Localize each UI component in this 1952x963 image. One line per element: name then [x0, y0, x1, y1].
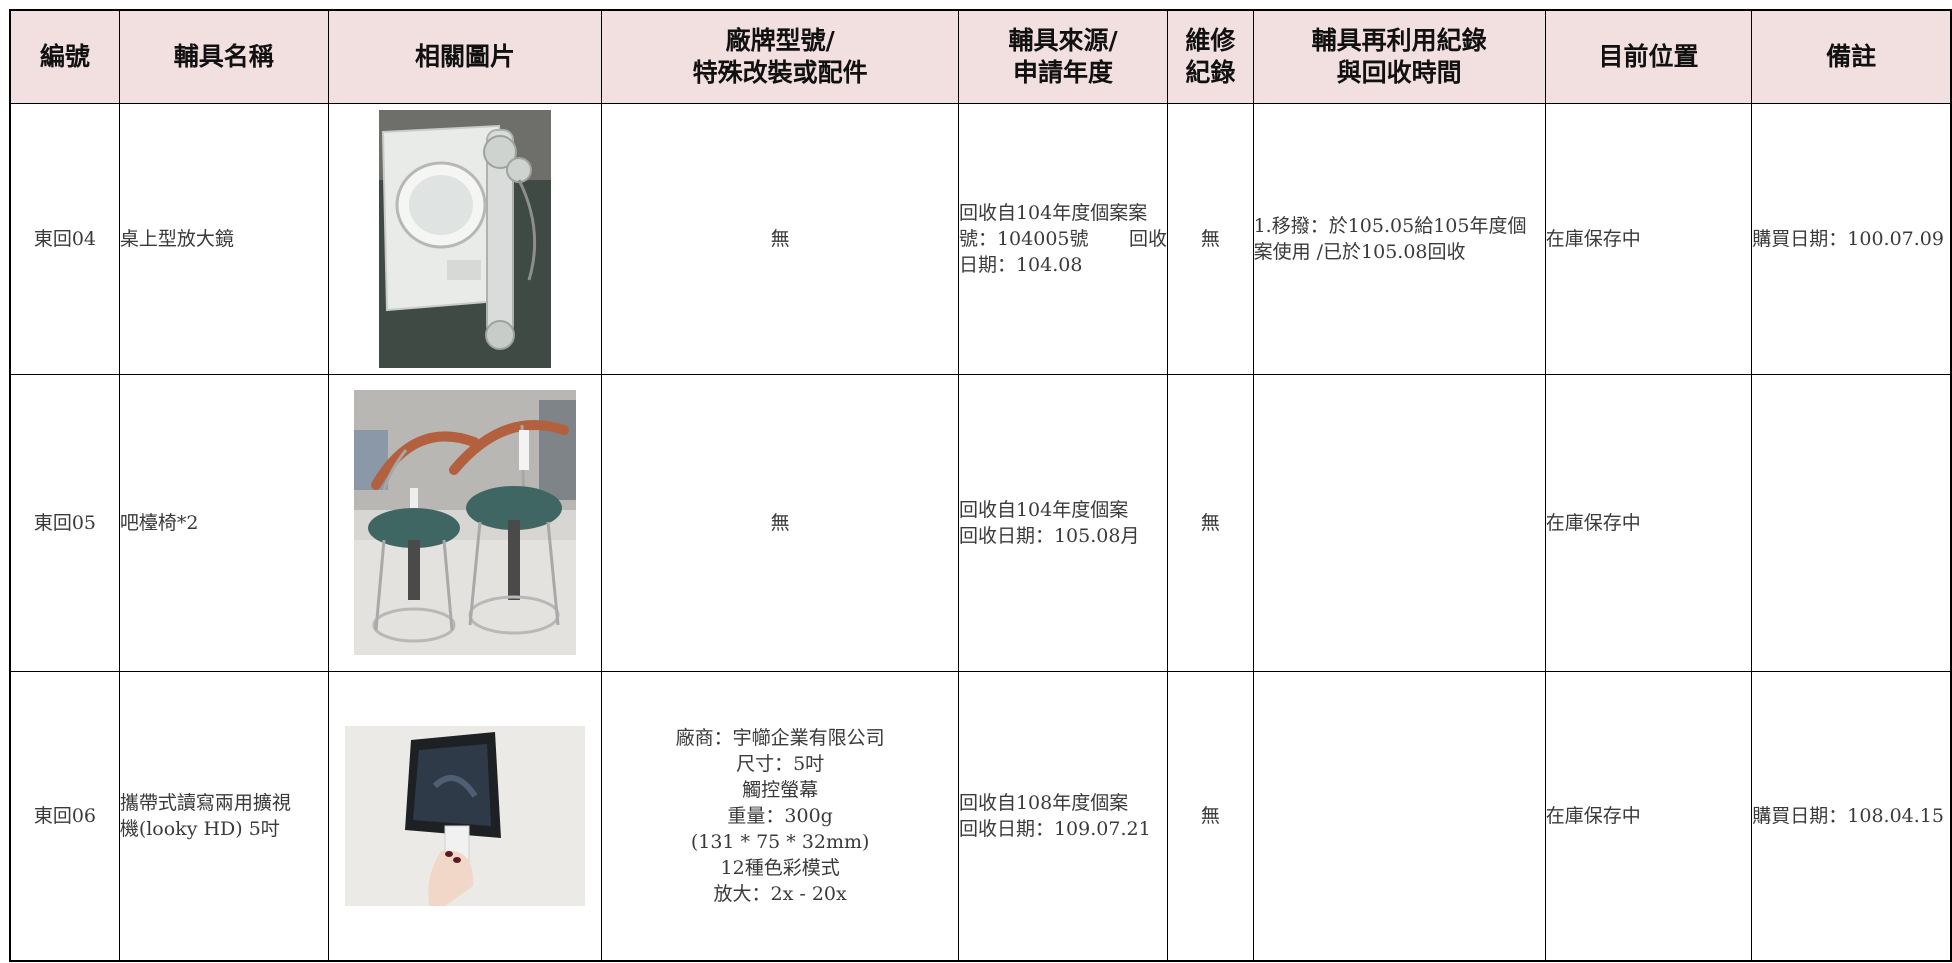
cell-reuse-record: 1.移撥：於105.05給105年度個案使用 /已於105.08回收: [1252, 102, 1546, 375]
header-location: 目前位置: [1544, 9, 1753, 104]
cell-location: 在庫保存中: [1544, 102, 1753, 375]
header-remark: 備註: [1751, 9, 1952, 104]
cell-id: 東回05: [9, 373, 120, 672]
header-row: 編號 輔具名稱 相關圖片 廠牌型號/特殊改裝或配件 輔具來源/申請年度 維修紀錄…: [9, 9, 1952, 104]
cell-source-year: 回收自104年度個案回收日期：105.08月: [957, 373, 1169, 672]
cell-source-year: 回收自108年度個案回收日期：109.07.21: [957, 670, 1169, 962]
cell-device-name: 桌上型放大鏡: [118, 102, 329, 375]
cell-photo: [327, 373, 603, 672]
bar-stools-photo: [353, 390, 576, 655]
cell-repair: 無: [1167, 373, 1254, 672]
header-brand-model: 廠牌型號/特殊改裝或配件: [601, 9, 959, 104]
cell-location: 在庫保存中: [1544, 373, 1753, 672]
portable-magnifier-photo: [344, 725, 585, 906]
cell-remark: 購買日期：100.07.09: [1751, 102, 1952, 375]
cell-remark: [1751, 373, 1952, 672]
cell-photo: [327, 670, 603, 962]
cell-id: 東回06: [9, 670, 120, 962]
header-repair: 維修紀錄: [1167, 9, 1254, 104]
table-row: 東回05 吧檯椅*2: [9, 373, 1952, 672]
cell-device-name: 吧檯椅*2: [118, 373, 329, 672]
cell-brand-model: 無: [601, 102, 959, 375]
header-id: 編號: [9, 9, 120, 104]
cell-device-name: 攜帶式讀寫兩用擴視機(looky HD) 5吋: [118, 670, 329, 962]
cell-repair: 無: [1167, 670, 1254, 962]
cell-reuse-record: [1252, 670, 1546, 962]
cell-source-year: 回收自104年度個案案 號：104005號回收 日期：104.08: [957, 102, 1169, 375]
cell-id: 東回04: [9, 102, 120, 375]
table-row: 東回06 攜帶式讀寫兩用擴視機(looky HD) 5吋 廠商：宇幯企業有限公司…: [9, 670, 1952, 962]
cell-remark: 購買日期：108.04.15: [1751, 670, 1952, 962]
header-device-name: 輔具名稱: [118, 9, 329, 104]
header-source-year: 輔具來源/申請年度: [957, 9, 1169, 104]
cell-location: 在庫保存中: [1544, 670, 1753, 962]
assistive-device-inventory-table: 編號 輔具名稱 相關圖片 廠牌型號/特殊改裝或配件 輔具來源/申請年度 維修紀錄…: [9, 9, 1952, 962]
cell-brand-model: 廠商：宇幯企業有限公司 尺寸：5吋 觸控螢幕 重量：300g (131 * 75…: [601, 670, 959, 962]
desk-magnifier-photo: [378, 109, 551, 368]
cell-repair: 無: [1167, 102, 1254, 375]
header-photo: 相關圖片: [327, 9, 603, 104]
cell-reuse-record: [1252, 373, 1546, 672]
cell-brand-model: 無: [601, 373, 959, 672]
cell-photo: [327, 102, 603, 375]
table-row: 東回04 桌上型放大鏡 無 回收自104: [9, 102, 1952, 375]
header-reuse-record: 輔具再利用紀錄與回收時間: [1252, 9, 1546, 104]
